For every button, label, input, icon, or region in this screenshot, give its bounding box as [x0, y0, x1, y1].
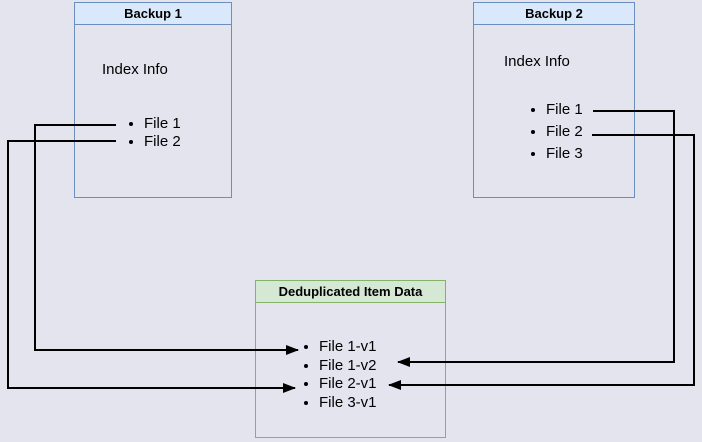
dedup-title: Deduplicated Item Data [256, 281, 445, 303]
list-item: File 1 [144, 115, 181, 133]
backup1-box: Backup 1 Index Info File 1 File 2 [74, 2, 232, 198]
backup2-title: Backup 2 [474, 3, 634, 25]
backup2-index-info-label: Index Info [504, 53, 570, 70]
backup1-title: Backup 1 [75, 3, 231, 25]
list-item: File 1-v2 [319, 357, 377, 376]
backup2-box: Backup 2 Index Info File 1 File 2 File 3 [473, 2, 635, 198]
backup1-file-list: File 1 File 2 [127, 115, 181, 151]
backup1-index-info-label: Index Info [102, 61, 168, 78]
list-item: File 3-v1 [319, 394, 377, 413]
list-item: File 2 [546, 121, 583, 143]
list-item: File 2 [144, 133, 181, 151]
list-item: File 3 [546, 143, 583, 165]
list-item: File 1-v1 [319, 338, 377, 357]
list-item: File 1 [546, 99, 583, 121]
list-item: File 2-v1 [319, 375, 377, 394]
dedup-file-list: File 1-v1 File 1-v2 File 2-v1 File 3-v1 [302, 338, 377, 412]
backup2-file-list: File 1 File 2 File 3 [529, 99, 583, 165]
deduplicated-item-data-box: Deduplicated Item Data File 1-v1 File 1-… [255, 280, 446, 438]
